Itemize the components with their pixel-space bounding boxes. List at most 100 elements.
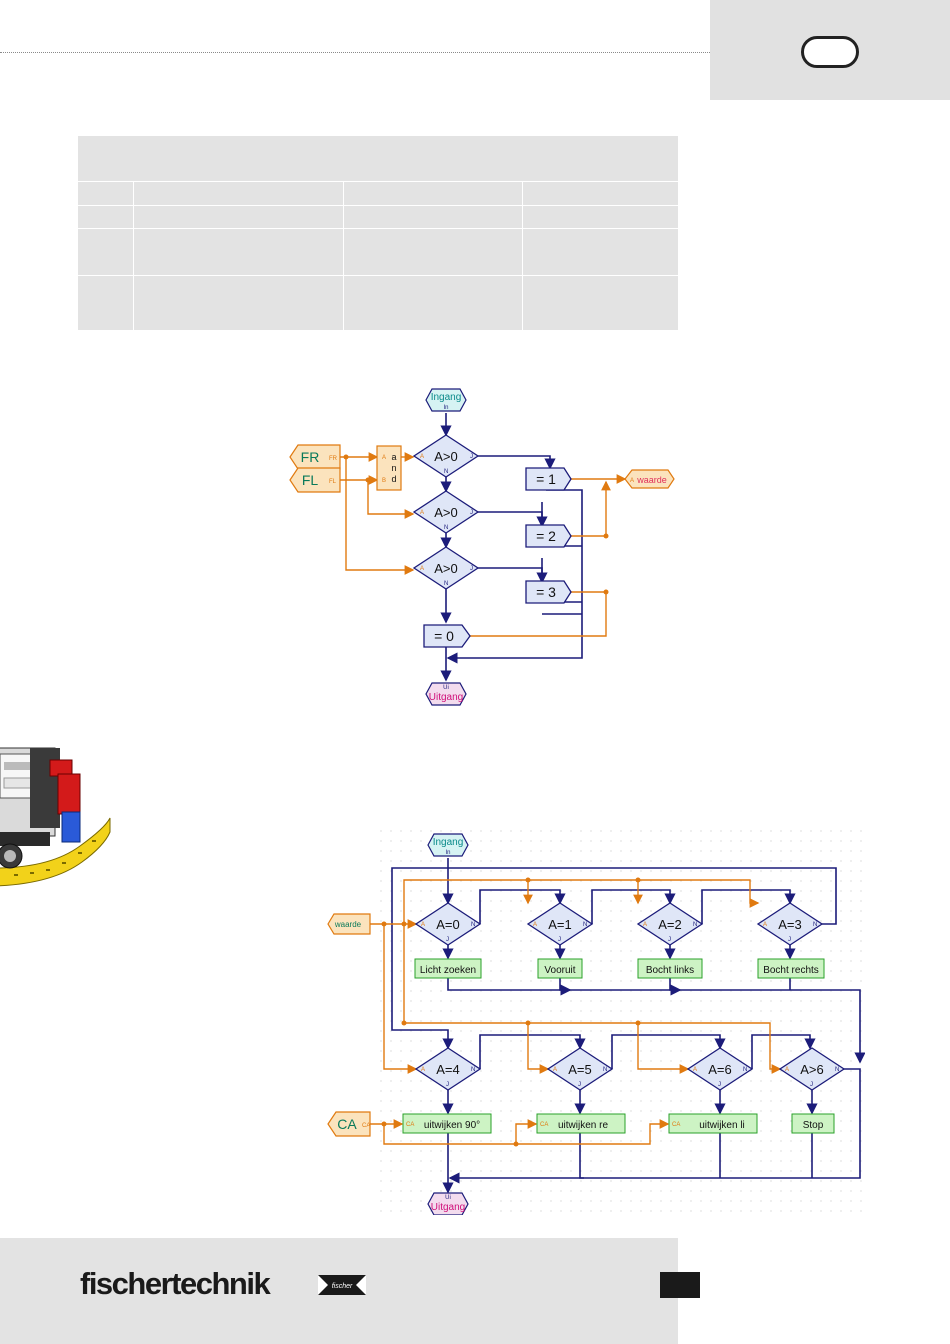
action-label: Vooruit [544, 965, 575, 976]
ingang-terminal: Ingang In [427, 833, 469, 857]
port-n: N [743, 1067, 747, 1073]
header-pill-marker [801, 36, 859, 68]
and-letter: d [391, 474, 396, 484]
and-letter: n [391, 463, 396, 473]
decision-a1: A=1 A N J [526, 902, 594, 946]
ingang-port: In [443, 405, 448, 411]
port-a: A [553, 1067, 557, 1073]
port-j: J [578, 1082, 581, 1088]
ingang-label: Ingang [433, 837, 464, 848]
action-label: uitwijken re [558, 1120, 608, 1131]
action-uitwijken-re: CA uitwijken re [536, 1113, 626, 1134]
port-j: J [668, 937, 671, 943]
action-bocht-links: Bocht links [637, 958, 703, 979]
ingang-port: In [445, 850, 450, 856]
table-row-divider [78, 205, 678, 206]
port-j: J [470, 566, 473, 572]
assign-1: = 1 [525, 467, 572, 491]
port-n: N [444, 581, 448, 587]
uitgang-label: Uitgang [429, 692, 463, 703]
decision-a4: A=4 A N J [414, 1047, 482, 1091]
port-n: N [813, 922, 817, 928]
action-label: Bocht rechts [763, 965, 819, 976]
port-a: A [420, 566, 424, 572]
action-uitwijken-li: CA uitwijken li [668, 1113, 758, 1134]
input-fl-port: FL [329, 479, 337, 485]
page-number-box [660, 1272, 700, 1298]
input-fl: FL FL [289, 467, 341, 493]
decision-label: A=5 [568, 1062, 592, 1077]
output-waarde: A waarde [624, 469, 675, 489]
port-a: A [420, 454, 424, 460]
assign-2: = 2 [525, 524, 572, 548]
port-n: N [583, 922, 587, 928]
port-n: N [603, 1067, 607, 1073]
brand-badge-icon: fischer [318, 1275, 366, 1295]
action-uitwijken-90: CA uitwijken 90° [402, 1113, 492, 1134]
decision-label: A=1 [548, 917, 572, 932]
port-ca: CA [406, 1122, 414, 1128]
decision-label: A=3 [778, 917, 802, 932]
decision-a3: A=3 A N J [756, 902, 824, 946]
decision-a6: A=6 A N J [686, 1047, 754, 1091]
output-port: A [630, 478, 634, 484]
port-j: J [718, 1082, 721, 1088]
brand-logo: fischertechnik [80, 1266, 271, 1301]
action-stop: Stop [791, 1113, 835, 1134]
robot-illustration [0, 747, 111, 887]
decision-label: A=4 [436, 1062, 460, 1077]
port-a: A [421, 922, 425, 928]
port-n: N [444, 525, 448, 531]
port-j: J [810, 1082, 813, 1088]
uitgang-port: Ui [445, 1195, 451, 1201]
assign-3-label: = 3 [536, 584, 556, 600]
uitgang-terminal: Ui Uitgang [427, 1192, 469, 1215]
table-col-divider [343, 181, 344, 330]
port-j: J [446, 937, 449, 943]
port-a: A [763, 922, 767, 928]
port-ca: CA [672, 1122, 680, 1128]
header-dotted-rule [0, 52, 710, 53]
port-j: J [470, 510, 473, 516]
assign-1-label: = 1 [536, 471, 556, 487]
decision-a2: A=2 A N J [636, 902, 704, 946]
action-label: Licht zoeken [420, 965, 476, 976]
info-table [78, 136, 678, 330]
port-ca: CA [540, 1122, 548, 1128]
port-a: A [785, 1067, 789, 1073]
port-n: N [693, 922, 697, 928]
decision-1: A>0 A J N [412, 434, 480, 478]
action-licht-zoeken: Licht zoeken [414, 958, 482, 979]
assign-3: = 3 [525, 580, 572, 604]
input-fr: FR FR [289, 444, 341, 470]
table-row-divider [78, 228, 678, 229]
decision-2: A>0 A J N [412, 490, 480, 534]
action-label: uitwijken li [699, 1120, 745, 1131]
action-label: Bocht links [646, 965, 694, 976]
decision-label: A=0 [436, 917, 460, 932]
uitgang-port: Ui [443, 685, 449, 691]
input-waarde: waarde [327, 913, 371, 935]
action-bocht-rechts: Bocht rechts [757, 958, 825, 979]
and-letter: a [391, 452, 396, 462]
input-fr-label: FR [301, 449, 320, 465]
ingang-label: Ingang [431, 392, 462, 403]
and-block: A B a n d [376, 445, 402, 491]
decision-agt6: A>6 A N J [778, 1047, 846, 1091]
port-n: N [471, 922, 475, 928]
port-n: N [444, 469, 448, 475]
action-label: Stop [803, 1120, 824, 1131]
and-port-a: A [382, 455, 386, 461]
port-a: A [643, 922, 647, 928]
uitgang-label: Uitgang [431, 1202, 465, 1213]
input-ca-port: CA [362, 1123, 370, 1129]
flowchart-action-dispatch: Ingang In waarde CA CA A=0 A N J A=1 A N… [327, 830, 865, 1215]
input-fr-port: FR [329, 456, 338, 462]
port-j: J [788, 937, 791, 943]
ingang-terminal: Ingang In [425, 388, 467, 412]
assign-0-label: = 0 [434, 628, 454, 644]
decision-3: A>0 A J N [412, 546, 480, 590]
port-n: N [835, 1067, 839, 1073]
port-a: A [421, 1067, 425, 1073]
decision-2-label: A>0 [434, 505, 458, 520]
